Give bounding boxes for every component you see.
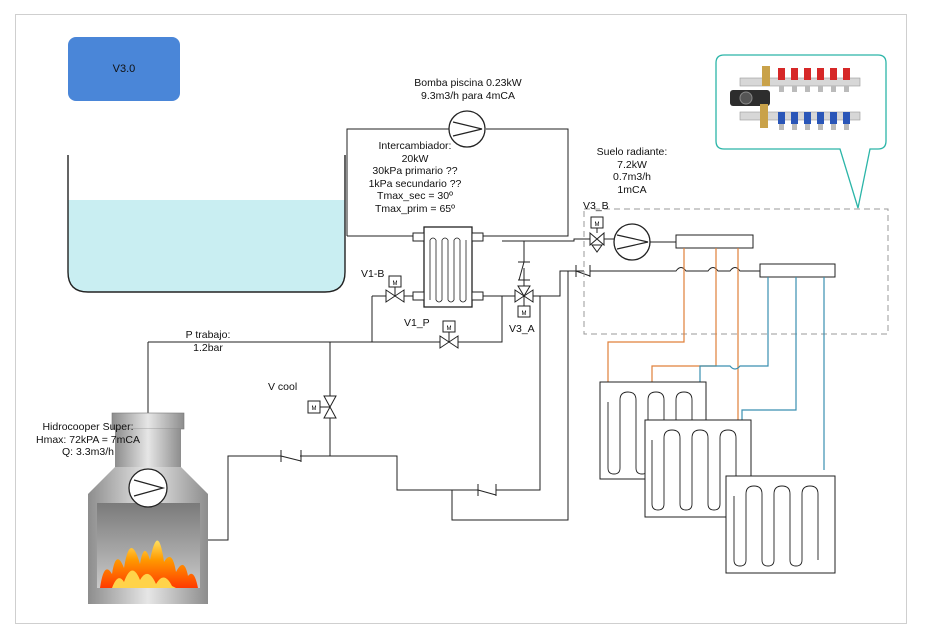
exchanger-power: 20kW [401,152,429,165]
valve-v3a-label: V3_A [509,323,535,335]
heat-exchanger-icon [412,226,484,308]
valve-v3b-label: V3_B [583,200,609,212]
boiler-pump-icon [128,468,168,508]
exchanger-secondary-drop: 1kPa secundario ?? [368,177,462,190]
floor-heating-title: Suelo radiante: [596,146,668,158]
exchanger-tmax-sec: Tmax_sec = 30º [377,190,453,202]
floor-heating-label: Suelo radiante: 7.2kW 0.7m3/h 1mCA [588,146,676,196]
valve-v1b-label: V1-B [361,268,385,280]
floor-heating-head: 1mCA [617,183,647,196]
valve-v1p-label: V1_P [404,317,430,329]
working-pressure-title: P trabajo: [185,329,231,341]
valve-v3a-icon [514,285,534,318]
valve-v1p-icon [439,320,459,349]
pool-pump-power: Bomba piscina 0.23kW [414,77,522,89]
floor-pump-icon [613,223,651,261]
exchanger-title: Intercambiador: [378,140,452,152]
manifold-photo-icon [730,66,861,130]
floor-loop-3 [725,475,836,574]
supply-manifold [675,234,754,249]
valve-vcool-label: V cool [268,381,298,393]
check-valve-icon [280,261,591,496]
working-pressure-value: 1.2bar [193,341,223,354]
pool-tank [67,155,346,293]
hidrocooper-head: Hmax: 72kPA = 7mCA [36,433,140,446]
valve-v1b-motor-mark: M [393,281,398,287]
cold-return-pipes [699,277,825,470]
floor-heating-flow: 0.7m3/h [613,171,651,183]
valve-vcool-icon [307,395,337,419]
pool-pump-label: Bomba piscina 0.23kW 9.3m3/h para 4mCA [402,77,534,102]
valve-v3a-motor-mark: M [522,311,527,317]
valve-v1p-motor-mark: M [447,326,452,332]
valve-v3b-icon [589,216,605,253]
page-frame [15,14,907,624]
exchanger-primary-drop: 30kPa primario ?? [372,165,458,177]
hidrocooper-title: Hidrocooper Super: [42,421,134,433]
exchanger-tmax-prim: Tmax_prim = 65º [375,202,455,215]
version-badge: V3.0 [68,37,180,101]
valve-v3b-motor-mark: M [595,222,600,228]
pool-pump-icon [448,110,486,148]
valve-vcool-motor-mark: M [312,406,317,412]
primary-circuit-pipes [147,270,576,541]
working-pressure-label: P trabajo: 1.2bar [172,329,244,354]
hidrocooper-label: Hidrocooper Super: Hmax: 72kPA = 7mCA Q:… [24,421,152,459]
exchanger-label: Intercambiador: 20kW 30kPa primario ?? 1… [355,140,475,215]
boiler-icon [88,412,208,604]
pool-pump-flow: 9.3m3/h para 4mCA [421,89,515,102]
floor-heating-zone [583,208,889,335]
valve-v1b-icon [385,275,405,303]
floor-circuit-pipes [590,238,760,272]
hidrocooper-flow: Q: 3.3m3/h [62,446,114,458]
floor-heating-power: 7.2kW [617,158,647,171]
return-manifold [759,263,836,278]
